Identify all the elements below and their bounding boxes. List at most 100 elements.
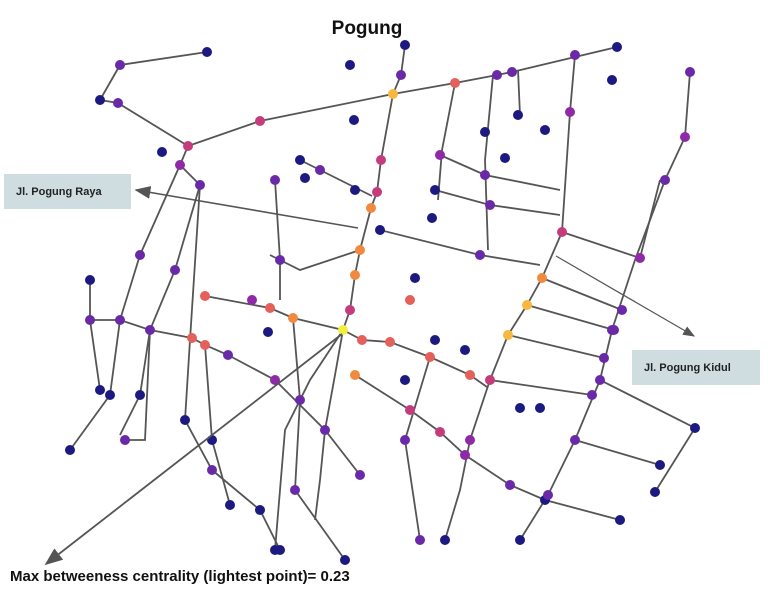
intersection-node [690, 423, 700, 433]
street-segment [119, 184, 201, 436]
intersection-node [270, 175, 280, 185]
intersection-node [345, 60, 355, 70]
street-segment [314, 44, 406, 521]
intersection-node [315, 165, 325, 175]
intersection-node [557, 227, 567, 237]
arrow-pogung-kidul [555, 255, 696, 337]
intersection-node [465, 435, 475, 445]
street-segment [484, 74, 494, 251]
intersection-node [157, 147, 167, 157]
intersection-node [685, 67, 695, 77]
street-segment [599, 379, 697, 493]
intersection-node [355, 470, 365, 480]
intersection-node [522, 300, 532, 310]
intersection-node [475, 250, 485, 260]
arrow-pogung-raya [134, 186, 359, 229]
street-segment [274, 179, 281, 300]
label-text: Jl. Pogung Kidul [644, 361, 731, 374]
intersection-node [435, 150, 445, 160]
intersection-node [372, 187, 382, 197]
street-segment [119, 51, 208, 66]
intersection-node [320, 425, 330, 435]
intersection-node [290, 485, 300, 495]
intersection-node [175, 160, 185, 170]
intersection-node [565, 107, 575, 117]
intersection-node [200, 291, 210, 301]
street-segment [434, 189, 561, 216]
intersection-node [350, 370, 360, 380]
intersection-node [460, 450, 470, 460]
intersection-node [388, 89, 398, 99]
intersection-node [65, 445, 75, 455]
street-segment [561, 231, 641, 259]
intersection-node [85, 275, 95, 285]
street-segment [437, 82, 456, 201]
intersection-node [505, 480, 515, 490]
intersection-node [170, 265, 180, 275]
intersection-node [405, 405, 415, 415]
intersection-node [115, 60, 125, 70]
intersection-node [480, 170, 490, 180]
intersection-node [225, 500, 235, 510]
intersection-node [503, 330, 513, 340]
intersection-node [376, 155, 386, 165]
intersection-node [655, 460, 665, 470]
street-segment [404, 356, 431, 541]
intersection-node [85, 315, 95, 325]
intersection-node [350, 270, 360, 280]
street-segment [89, 280, 101, 391]
intersection-node [570, 435, 580, 445]
street-segment [517, 69, 521, 116]
intersection-node [535, 403, 545, 413]
intersection-node [400, 40, 410, 50]
street-segment [98, 64, 189, 147]
intersection-node [650, 487, 660, 497]
intersection-node [187, 333, 197, 343]
intersection-node [263, 327, 273, 337]
intersection-node [295, 395, 305, 405]
intersection-node [120, 435, 130, 445]
map-title: Pogung [0, 18, 768, 40]
intersection-node [660, 175, 670, 185]
street-segment [507, 334, 605, 359]
intersection-node [405, 295, 415, 305]
intersection-node [396, 70, 406, 80]
intersection-node [270, 545, 280, 555]
intersection-node [485, 375, 495, 385]
intersection-node [350, 185, 360, 195]
intersection-node [435, 427, 445, 437]
intersection-node [202, 47, 212, 57]
intersection-node [255, 505, 265, 515]
intersection-node [247, 295, 257, 305]
intersection-node [255, 116, 265, 126]
street-segment [274, 329, 344, 551]
intersection-node [440, 535, 450, 545]
intersection-node [607, 325, 617, 335]
caption: Max betweeness centrality (lightest poin… [10, 568, 350, 585]
intersection-node [680, 132, 690, 142]
intersection-node [265, 303, 275, 313]
intersection-node [485, 200, 495, 210]
intersection-node [430, 335, 440, 345]
intersection-node [275, 255, 285, 265]
intersection-node [507, 67, 517, 77]
intersection-node [355, 245, 365, 255]
intersection-node [345, 305, 355, 315]
street-segment [444, 54, 576, 541]
street-segment [519, 71, 691, 541]
intersection-node [537, 273, 547, 283]
street-segment [439, 154, 561, 191]
intersection-node [288, 313, 298, 323]
street-segment [574, 439, 661, 466]
intersection-node [480, 127, 490, 137]
intersection-node [425, 352, 435, 362]
intersection-node [450, 78, 460, 88]
arrow-max-centrality [44, 333, 343, 566]
street-segment [526, 304, 615, 331]
street-segment [125, 329, 151, 441]
street-segment [379, 229, 541, 266]
label-text: Jl. Pogung Raya [16, 185, 102, 198]
intersection-node [145, 325, 155, 335]
street-segment [354, 374, 621, 521]
